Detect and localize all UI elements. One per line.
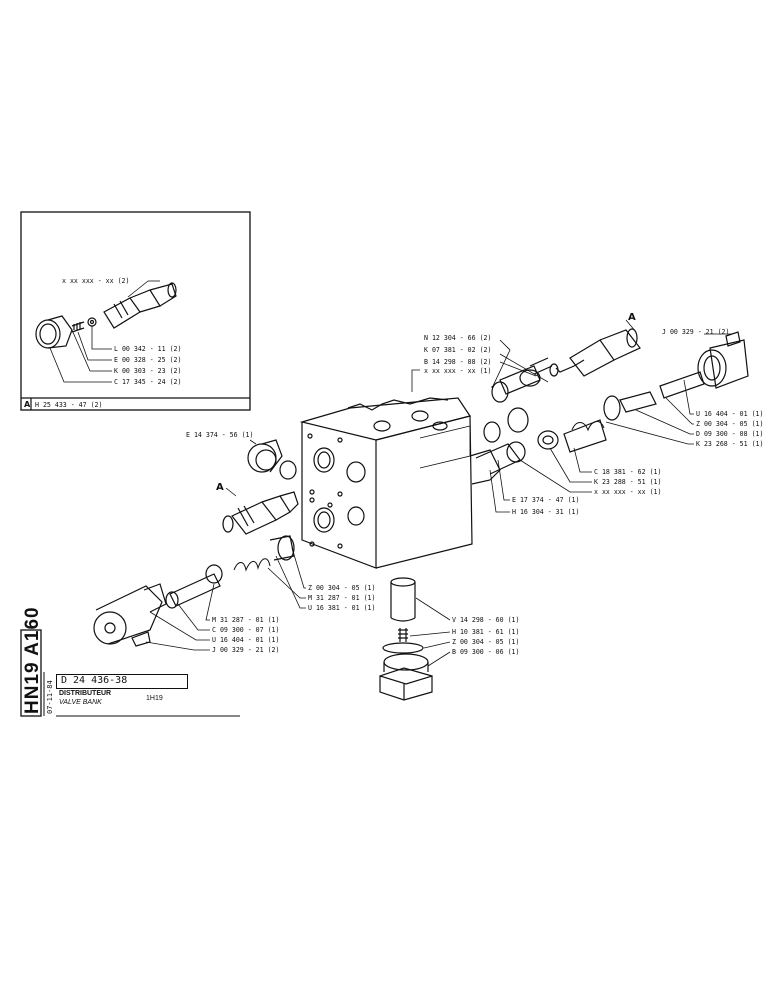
label-j-bottom: J 00 329 - 21 (2) <box>212 646 280 654</box>
label-c18: C 18 381 - 62 (1) <box>594 468 662 476</box>
name-french: DISTRIBUTEUR <box>59 690 112 697</box>
label-xx-mid: x xx xxx - xx (1) <box>594 488 662 496</box>
inset-label-1: L 00 342 - 11 (2) <box>114 345 182 353</box>
drawing-side-title: HN19 A160 <box>22 606 43 714</box>
inset-screw-drawing <box>71 317 97 333</box>
inset-label-2: E 00 328 - 25 (2) <box>114 356 182 364</box>
label-b09: B 09 300 - 06 (1) <box>452 648 520 656</box>
callout-a-top: A <box>628 312 636 323</box>
label-u16-bottom: U 16 404 - 01 (1) <box>212 636 280 644</box>
left-lower-assembly-drawing <box>93 535 295 647</box>
inset-label-4: C 17 345 - 24 (2) <box>114 378 182 386</box>
drawing-number: D 24 436-38 <box>61 675 128 686</box>
label-d09-right: D 09 300 - 08 (1) <box>696 430 764 438</box>
label-c09-bottom: C 09 300 - 07 (1) <box>212 626 280 634</box>
label-xx1: x xx xxx - xx (1) <box>424 367 492 375</box>
drawing-number-box: D 24 436-38 <box>56 674 188 689</box>
label-z00-right: Z 00 304 - 05 (1) <box>696 420 764 428</box>
left-plug-drawing <box>247 439 297 480</box>
label-u16-right: U 16 404 - 01 (1) <box>696 410 764 418</box>
inset-ref: H 25 433 - 47 (2) <box>35 401 103 409</box>
inset-label-0: x xx xxx - xx (2) <box>62 277 130 285</box>
label-b14: B 14 298 - 88 (2) <box>424 358 492 366</box>
label-m31-left: M 31 287 - 01 (1) <box>308 594 376 602</box>
label-z00-bottom: Z 00 304 - 05 (1) <box>452 638 520 646</box>
inset-valve-drawing <box>103 282 177 329</box>
valve-cartridge-left-drawing: A <box>216 482 299 535</box>
label-h16: H 16 304 - 31 (1) <box>512 508 580 516</box>
label-u16-left: U 16 381 - 01 (1) <box>308 604 376 612</box>
label-n12: N 12 304 - 66 (2) <box>424 334 492 342</box>
label-e17: E 17 374 - 47 (1) <box>512 496 580 504</box>
inset-label-3: K 00 303 - 23 (2) <box>114 367 182 375</box>
title-block-frame <box>20 629 240 717</box>
label-h10: H 10 381 - 61 (1) <box>452 628 520 636</box>
drawing-date: 07-11-84 <box>46 672 56 714</box>
valve-body-drawing <box>299 397 501 569</box>
name-english: VALVE BANK <box>59 699 102 706</box>
inset-nut-drawing <box>35 315 73 349</box>
label-k07: K 07 381 - 02 (2) <box>424 346 492 354</box>
bottom-plug-stack-drawing <box>379 577 433 701</box>
label-m31-bottom: M 31 287 - 01 (1) <box>212 616 280 624</box>
drawing-description: DISTRIBUTEUR VALVE BANK 1H19 <box>56 690 236 714</box>
callout-a-left: A <box>216 482 224 493</box>
label-e14: E 14 374 - 56 (1) <box>186 431 254 439</box>
side-title-text: HN19 A160 <box>22 606 43 714</box>
valve-cartridge-top-drawing: A <box>491 312 641 403</box>
label-k23-right: K 23 268 - 51 (1) <box>696 440 764 448</box>
inset-panel: A H 25 433 - 47 (2) x xx xxx <box>20 211 251 411</box>
label-v14: V 14 298 - 60 (1) <box>452 616 520 624</box>
model-code: 1H19 <box>146 695 163 702</box>
label-k23-mid: K 23 288 - 51 (1) <box>594 478 662 486</box>
label-z00-left: Z 00 304 - 05 (1) <box>308 584 376 592</box>
label-j-top: J 00 329 - 21 (2) <box>662 328 730 336</box>
right-assembly-drawing <box>475 331 749 475</box>
inset-tag: A <box>24 400 31 409</box>
date-text: 07-11-84 <box>46 680 54 714</box>
